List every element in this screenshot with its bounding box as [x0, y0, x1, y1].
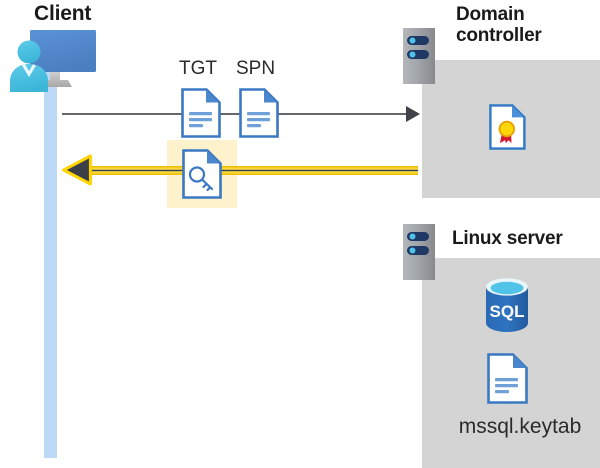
tgt-label: TGT — [179, 58, 217, 79]
linux-server-rack-icon — [403, 224, 435, 280]
response-arrowhead-icon — [62, 153, 92, 187]
client-title: Client — [34, 2, 92, 25]
spn-document-icon — [239, 88, 279, 138]
request-arrowhead-icon — [406, 106, 420, 122]
keytab-filename-label: mssql.keytab — [458, 415, 582, 438]
keytab-document-icon — [487, 353, 528, 404]
tgt-document-icon — [181, 88, 221, 138]
domain-controller-title: Domain controller — [456, 4, 542, 47]
domain-controller-server-rack-icon — [403, 28, 435, 84]
linux-server-title: Linux server — [452, 228, 563, 249]
sql-database-icon: SQL — [480, 277, 534, 333]
client-lifeline — [44, 72, 57, 458]
sql-label: SQL — [490, 302, 525, 321]
kerberos-ticket-key-document-icon — [182, 149, 222, 199]
spn-label: SPN — [236, 58, 276, 79]
response-arrow-line — [72, 166, 418, 175]
request-arrow-line — [62, 113, 410, 115]
certificate-document-icon — [489, 104, 526, 150]
client-monitor-user-icon — [8, 24, 104, 92]
